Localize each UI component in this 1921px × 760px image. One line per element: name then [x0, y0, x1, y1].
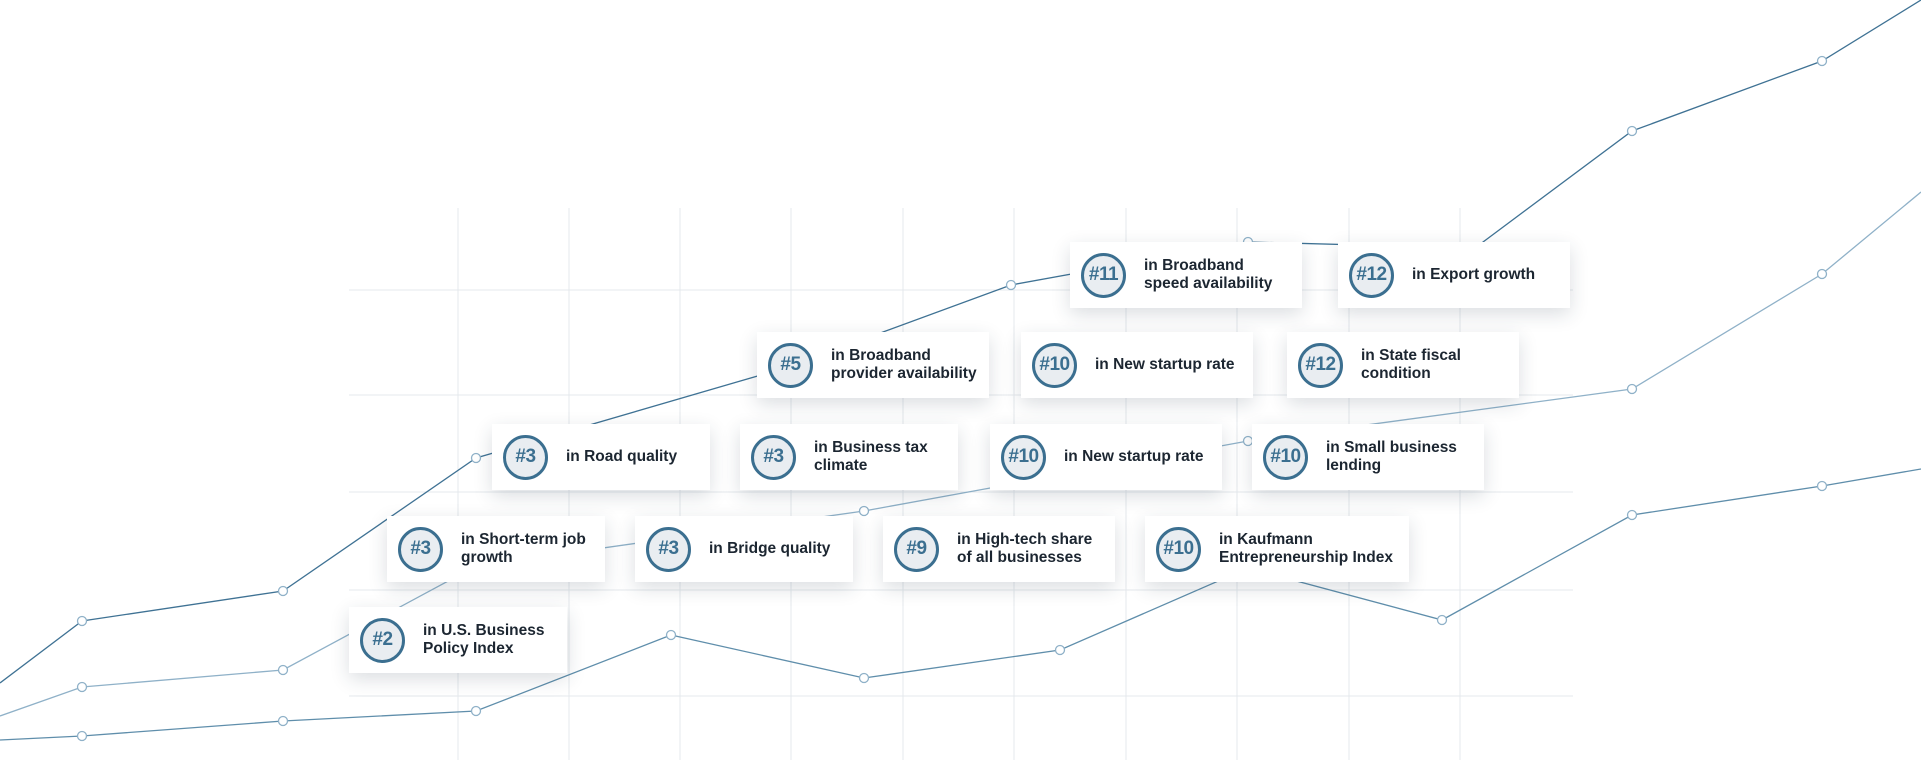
- rank-badge: #10: [1032, 342, 1077, 388]
- ranking-label: in Kaufmann Entrepreneurship Index: [1219, 531, 1393, 566]
- line-marker: [665, 629, 677, 641]
- ranking-label: in Bridge quality: [709, 540, 831, 557]
- ranking-label: in Short-term job growth: [461, 531, 586, 566]
- ranking-label: in Road quality: [566, 448, 678, 465]
- line-marker: [277, 585, 289, 597]
- line-marker: [1436, 614, 1448, 626]
- ranking-card: #3 in Bridge quality: [635, 516, 853, 582]
- ranking-label: in Small business lending: [1326, 439, 1457, 474]
- line-marker: [1816, 55, 1828, 67]
- line-marker: [470, 705, 482, 717]
- line-marker: [277, 664, 289, 676]
- line-marker: [1626, 383, 1638, 395]
- ranking-label: in Broadband speed availability: [1144, 257, 1273, 292]
- rank-badge: #11: [1081, 252, 1126, 298]
- ranking-label: in High-tech share of all businesses: [957, 531, 1093, 566]
- ranking-card: #12 in State fiscal condition: [1287, 332, 1519, 398]
- rank-badge: #3: [503, 434, 548, 480]
- rank-badge: #10: [1263, 434, 1308, 480]
- line-marker: [1626, 125, 1638, 137]
- line-marker: [76, 615, 88, 627]
- line-marker: [76, 730, 88, 742]
- line-marker: [76, 681, 88, 693]
- rank-badge: #12: [1349, 252, 1394, 298]
- line-marker: [1816, 268, 1828, 280]
- trend-line-middle: [0, 191, 1921, 717]
- ranking-card: #10 in New startup rate: [990, 424, 1222, 490]
- ranking-label: in New startup rate: [1064, 448, 1204, 465]
- ranking-label: in State fiscal condition: [1361, 347, 1461, 382]
- line-marker: [858, 505, 870, 517]
- rank-badge: #3: [646, 526, 691, 572]
- rank-badge: #2: [360, 617, 405, 663]
- trend-line-bottom: [0, 468, 1921, 741]
- line-marker: [858, 672, 870, 684]
- line-marker: [1626, 509, 1638, 521]
- ranking-label: in New startup rate: [1095, 356, 1235, 373]
- ranking-card: #3 in Short-term job growth: [387, 516, 605, 582]
- rank-badge: #12: [1298, 342, 1343, 388]
- line-marker: [277, 715, 289, 727]
- rank-badge: #3: [398, 526, 443, 572]
- rank-badge: #9: [894, 526, 939, 572]
- ranking-card: #10 in New startup rate: [1021, 332, 1253, 398]
- ranking-card: #10 in Kaufmann Entrepreneurship Index: [1145, 516, 1409, 582]
- ranking-label: in Broadband provider availability: [831, 347, 977, 382]
- ranking-card: #10 in Small business lending: [1252, 424, 1484, 490]
- rank-badge: #5: [768, 342, 813, 388]
- rank-badge: #3: [751, 434, 796, 480]
- line-marker: [1054, 644, 1066, 656]
- ranking-card: #11 in Broadband speed availability: [1070, 242, 1302, 308]
- rank-badge: #10: [1156, 526, 1201, 572]
- rank-badge: #10: [1001, 434, 1046, 480]
- line-marker: [470, 452, 482, 464]
- ranking-card: #2 in U.S. Business Policy Index: [349, 607, 567, 673]
- line-marker: [1005, 279, 1017, 291]
- ranking-card: #3 in Road quality: [492, 424, 710, 490]
- ranking-card: #5 in Broadband provider availability: [757, 332, 989, 398]
- line-marker: [1816, 480, 1828, 492]
- ranking-card: #9 in High-tech share of all businesses: [883, 516, 1115, 582]
- ranking-label: in Export growth: [1412, 266, 1536, 283]
- ranking-label: in Business tax climate: [814, 439, 928, 474]
- ranking-label: in U.S. Business Policy Index: [423, 622, 545, 657]
- ranking-card: #3 in Business tax climate: [740, 424, 958, 490]
- ranking-card: #12 in Export growth: [1338, 242, 1570, 308]
